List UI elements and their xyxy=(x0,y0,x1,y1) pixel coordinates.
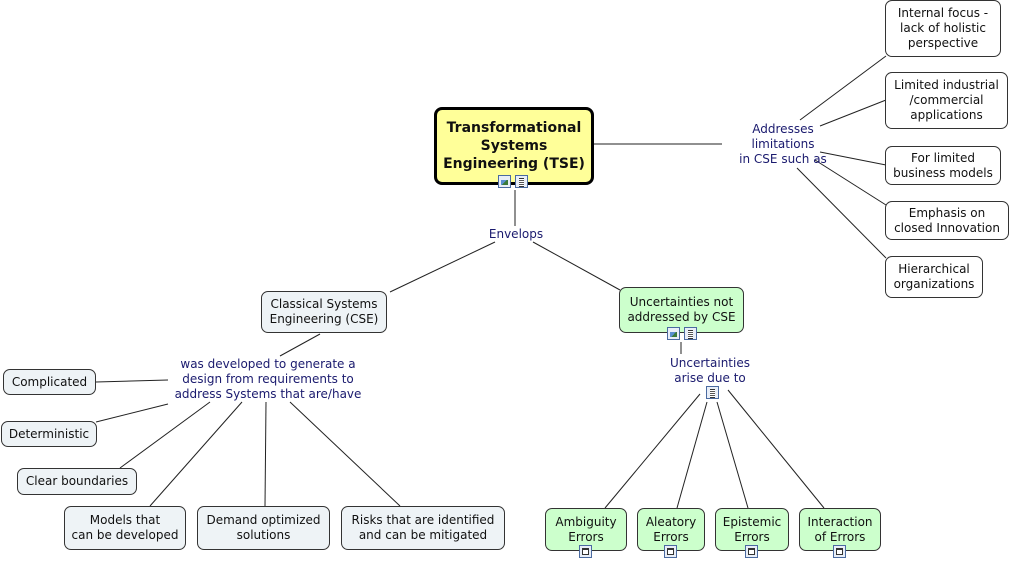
error-ambiguity[interactable]: Ambiguity Errors xyxy=(545,508,627,551)
line-addresses-limitation-2 xyxy=(819,99,887,127)
concept-cse[interactable]: Classical Systems Engineering (CSE) xyxy=(261,291,387,333)
link-was-developed: was developed to generate a design from … xyxy=(174,357,362,401)
trait-label: Demand optimized solutions xyxy=(206,513,321,542)
trait-models[interactable]: Models that can be developed xyxy=(64,506,186,550)
link-addresses-limitations: Addresses limitations in CSE such as xyxy=(739,122,827,166)
line-developed-demand xyxy=(264,401,267,507)
limitation-label: Limited industrial /commercial applicati… xyxy=(894,78,999,122)
limitation-label: Emphasis on closed Innovation xyxy=(894,205,1000,235)
limitation-hierarchical[interactable]: Hierarchical organizations xyxy=(885,256,983,298)
line-addresses-limitation-5 xyxy=(796,167,887,259)
limitation-limited-industrial[interactable]: Limited industrial /commercial applicati… xyxy=(885,72,1008,129)
line-developed-models xyxy=(149,401,243,507)
trait-label: Deterministic xyxy=(8,426,90,441)
note-icon[interactable] xyxy=(515,175,528,188)
line-developed-risks xyxy=(289,401,401,507)
link-uncertainties-arise: Uncertainties arise due to xyxy=(670,356,750,385)
trait-demand-optimized[interactable]: Demand optimized solutions xyxy=(197,506,330,550)
error-label: Interaction of Errors xyxy=(807,514,873,544)
trait-label: Risks that are identified and can be mit… xyxy=(351,513,495,542)
limitation-closed-innovation[interactable]: Emphasis on closed Innovation xyxy=(885,201,1009,240)
line-developed-clear-boundaries xyxy=(119,401,211,469)
root-concept-tse[interactable]: Transformational Systems Engineering (TS… xyxy=(434,107,594,185)
line-cse-developed xyxy=(279,333,321,357)
limitation-label: For limited business models xyxy=(893,150,993,180)
line-addresses-limitation-4 xyxy=(814,159,887,206)
line-developed-deterministic xyxy=(95,403,169,423)
submap-icon[interactable] xyxy=(745,545,758,558)
line-arise-epistemic xyxy=(716,401,749,509)
trait-label: Complicated xyxy=(11,374,88,389)
line-arise-ambiguity xyxy=(604,393,701,509)
error-label: Aleatory Errors xyxy=(645,514,697,544)
line-envelops-uncertainties xyxy=(532,241,621,291)
trait-complicated[interactable]: Complicated xyxy=(3,369,96,395)
error-label: Epistemic Errors xyxy=(722,514,782,544)
line-arise-aleatory xyxy=(676,401,708,509)
limitation-label: Internal focus - lack of holistic perspe… xyxy=(897,6,989,50)
limitation-internal-focus[interactable]: Internal focus - lack of holistic perspe… xyxy=(885,0,1001,57)
root-concept-label: Transformational Systems Engineering (TS… xyxy=(443,120,585,172)
line-developed-complicated xyxy=(95,379,169,383)
concept-uncertainties-label: Uncertainties not addressed by CSE xyxy=(627,295,736,324)
line-envelops-cse xyxy=(389,241,496,293)
limitation-business-models[interactable]: For limited business models xyxy=(885,146,1001,185)
submap-icon[interactable] xyxy=(833,545,846,558)
trait-label: Clear boundaries xyxy=(25,474,129,488)
error-aleatory[interactable]: Aleatory Errors xyxy=(637,508,705,551)
trait-label: Models that can be developed xyxy=(71,513,179,542)
trait-risks[interactable]: Risks that are identified and can be mit… xyxy=(341,506,505,550)
image-icon[interactable] xyxy=(667,327,680,340)
concept-cse-label: Classical Systems Engineering (CSE) xyxy=(269,297,379,326)
line-addresses-limitation-3 xyxy=(819,151,887,166)
submap-icon[interactable] xyxy=(664,545,677,558)
error-label: Ambiguity Errors xyxy=(555,514,617,544)
submap-icon[interactable] xyxy=(579,545,592,558)
note-icon[interactable] xyxy=(684,327,697,340)
trait-clear-boundaries[interactable]: Clear boundaries xyxy=(17,468,137,495)
concept-uncertainties[interactable]: Uncertainties not addressed by CSE xyxy=(619,287,744,333)
line-arise-interaction xyxy=(727,389,825,509)
line-addresses-limitation-1 xyxy=(799,55,887,121)
limitation-label: Hierarchical organizations xyxy=(893,262,975,291)
trait-deterministic[interactable]: Deterministic xyxy=(1,421,97,447)
image-icon[interactable] xyxy=(498,175,511,188)
error-interaction[interactable]: Interaction of Errors xyxy=(799,508,881,551)
note-icon[interactable] xyxy=(706,386,719,399)
link-envelops: Envelops xyxy=(488,227,544,241)
